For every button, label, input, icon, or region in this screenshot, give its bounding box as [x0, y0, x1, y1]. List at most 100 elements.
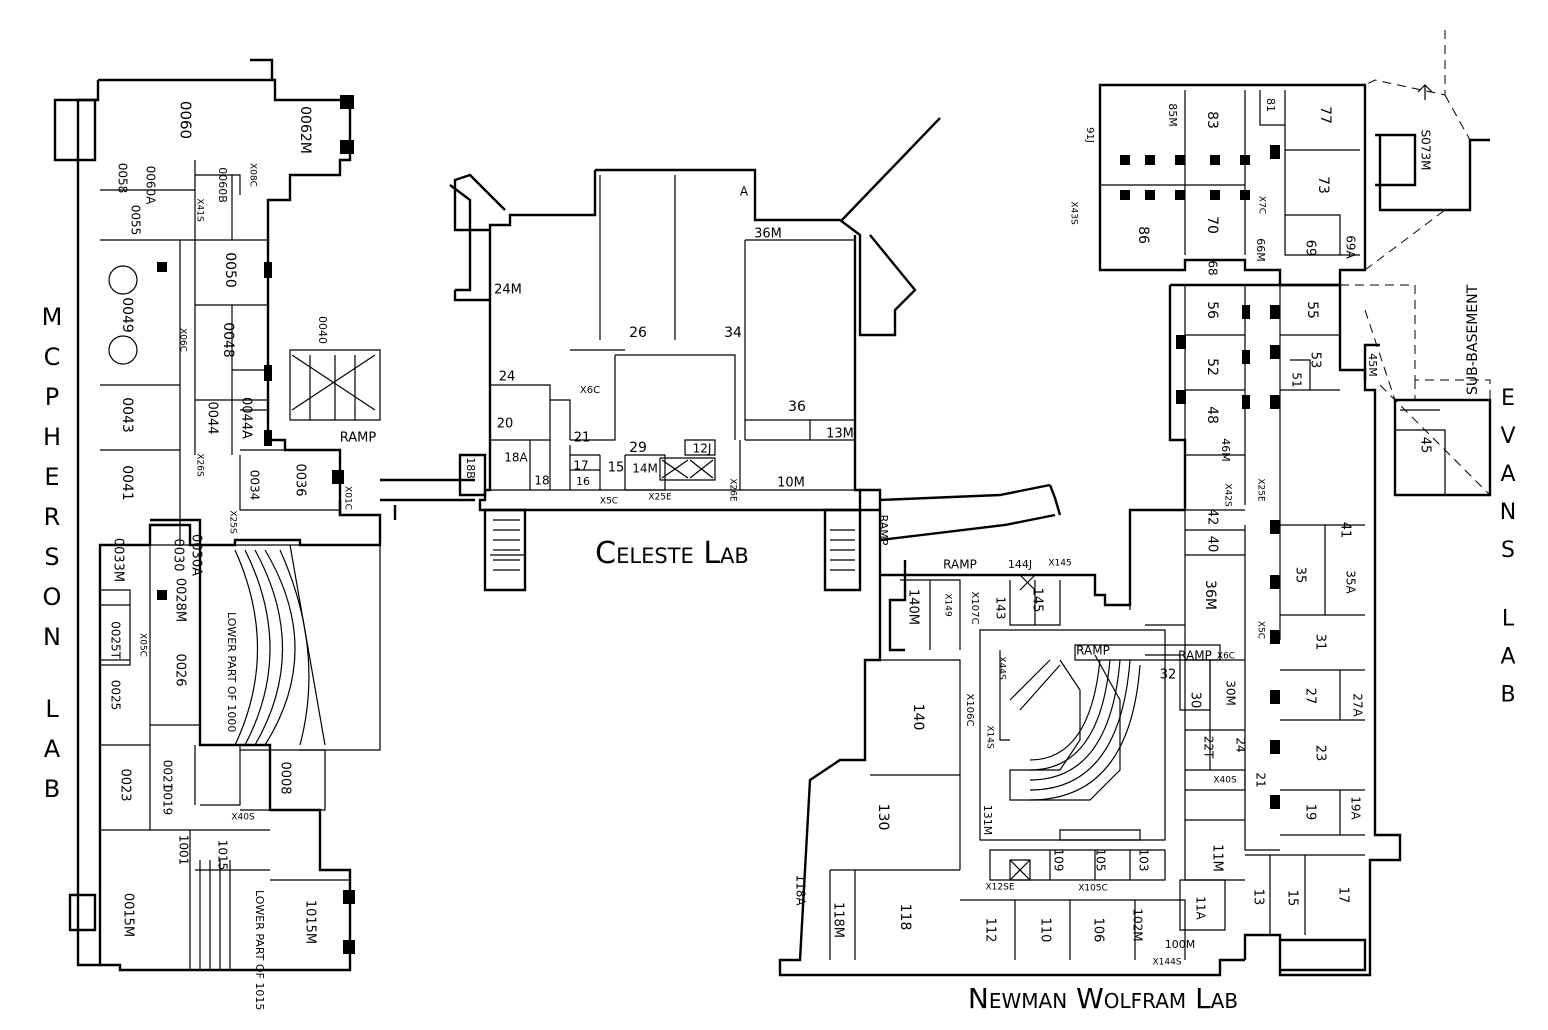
- room-label-x06c: X06C: [178, 328, 188, 352]
- room-0049-pier-circle: [108, 265, 138, 295]
- room-label-x26s: X26S: [195, 453, 205, 477]
- room-label-r17: 17: [573, 459, 588, 473]
- room-label-r91J: 91J: [1084, 127, 1095, 143]
- room-label-r36: 36: [788, 399, 806, 415]
- room-label-r0060A: 0060A: [144, 166, 158, 206]
- room-label-r68: 68: [1206, 260, 1220, 275]
- room-label-r35: 35: [1293, 567, 1308, 584]
- room-label-x40s_e: X40S: [1213, 776, 1237, 786]
- room-label-r0060: 0060: [177, 101, 195, 139]
- room-label-x25s: X25S: [228, 510, 238, 534]
- room-label-r130: 130: [875, 804, 891, 831]
- celeste-wing-outline: [449, 117, 941, 592]
- room-label-r118M: 118M: [831, 902, 846, 938]
- room-label-r22T: 22T: [1202, 736, 1216, 759]
- room-label-r83: 83: [1204, 111, 1220, 129]
- room-label-r77: 77: [1317, 106, 1333, 124]
- room-label-r13M: 13M: [826, 427, 854, 442]
- room-label-x7c: X7C: [1257, 196, 1267, 214]
- sub-basement-dashed-outline: [1340, 30, 1491, 496]
- room-label-ramp_m: RAMP: [340, 431, 377, 446]
- room-label-x145: X145: [1048, 559, 1071, 569]
- room-0049-pier-circle: [108, 335, 138, 365]
- stair-icon: [291, 354, 376, 420]
- room-label-r073M: S073M: [1419, 130, 1433, 171]
- room-label-r105: 105: [1094, 849, 1108, 872]
- room-label-x14s: X14S: [985, 725, 995, 749]
- room-label-x08c: X08C: [248, 163, 258, 187]
- room-label-r118: 118: [897, 904, 913, 931]
- room-label-r118A: 118A: [794, 874, 808, 906]
- newman-interior-walls: [829, 510, 1246, 960]
- room-label-x5c: X5C: [600, 497, 618, 507]
- stair-icon: [195, 860, 270, 970]
- room-label-x12se: X12SE: [985, 883, 1014, 893]
- room-label-r53: 53: [1308, 352, 1323, 369]
- room-label-r56: 56: [1204, 301, 1220, 319]
- room-label-ramp_n3: RAMP: [1076, 644, 1110, 658]
- room-label-r66M: 66M: [1254, 238, 1267, 262]
- room-label-x01c: X01C: [343, 486, 353, 510]
- room-label-r70: 70: [1204, 216, 1220, 234]
- room-label-r15: 15: [608, 461, 625, 476]
- room-label-r0036: 0036: [293, 463, 308, 496]
- room-label-r0008: 0008: [278, 761, 293, 794]
- room-label-r0021: 0021: [161, 760, 175, 791]
- room-label-r0015M: 0015M: [121, 893, 136, 937]
- room-label-r13: 13: [1251, 889, 1266, 906]
- room-label-r0055: 0055: [129, 205, 143, 236]
- room-label-r103: 103: [1137, 849, 1151, 872]
- room-label-r145: 145: [1030, 588, 1045, 613]
- room-label-r102M: 102M: [1131, 908, 1145, 941]
- mcpherson-interior-walls: [99, 160, 381, 970]
- room-label-x106c: X106C: [964, 694, 975, 727]
- room-label-r32: 32: [1160, 668, 1177, 683]
- room-label-r35A: 35A: [1344, 570, 1358, 594]
- structural-columns: [157, 95, 355, 954]
- room-label-r24M: 24M: [494, 283, 522, 298]
- room-label-r73: 73: [1315, 176, 1331, 194]
- room-label-r45M: 45M: [1366, 353, 1379, 377]
- room-label-ramp_e: RAMP: [1178, 649, 1212, 663]
- room-label-r42: 42: [1205, 509, 1220, 526]
- room-label-x105c: X105C: [1078, 884, 1108, 894]
- sub-basement-label: SUB-BASEMENT: [1465, 284, 1481, 395]
- room-label-r14M: 14M: [632, 462, 658, 476]
- room-label-r45: 45: [1418, 437, 1433, 454]
- room-label-r0060B: 0060B: [216, 167, 229, 203]
- room-label-r0023: 0023: [118, 768, 133, 801]
- room-label-r11A: 11A: [1194, 896, 1208, 920]
- lower-part-1015-label: LOWER PART OF 1015: [253, 890, 266, 1010]
- room-label-x26e: X26E: [728, 478, 738, 502]
- room-label-x42s: X42S: [1223, 483, 1233, 507]
- room-label-x107c: X107C: [969, 592, 980, 625]
- room-label-r24: 24: [499, 370, 516, 385]
- room-label-r23: 23: [1313, 745, 1328, 762]
- room-label-r112: 112: [983, 918, 998, 943]
- room-label-r34: 34: [724, 325, 742, 341]
- room-label-r100M: 100M: [1165, 938, 1196, 951]
- lecture-hall-1000-seating: [234, 544, 326, 746]
- room-label-r0043: 0043: [119, 397, 135, 433]
- room-label-r18A: 18A: [504, 451, 528, 465]
- room-label-r11M: 11M: [1210, 844, 1225, 872]
- room-label-r0026: 0026: [173, 653, 188, 686]
- room-label-r69A: 69A: [1344, 235, 1358, 259]
- room-label-x25e_e: X25E: [1256, 478, 1266, 502]
- room-label-r55: 55: [1304, 301, 1320, 319]
- room-label-r69: 69: [1303, 240, 1318, 257]
- room-label-x25e: X25E: [648, 493, 672, 503]
- room-label-r131M: 131M: [981, 805, 994, 836]
- room-label-r0050: 0050: [222, 252, 238, 288]
- room-label-r12J: 12J: [693, 442, 712, 456]
- room-label-r30M: 30M: [1224, 680, 1238, 706]
- room-label-r27: 27: [1303, 688, 1318, 705]
- room-label-ramp_n: RAMP: [877, 515, 890, 546]
- north-arrow-icon: [1417, 84, 1433, 100]
